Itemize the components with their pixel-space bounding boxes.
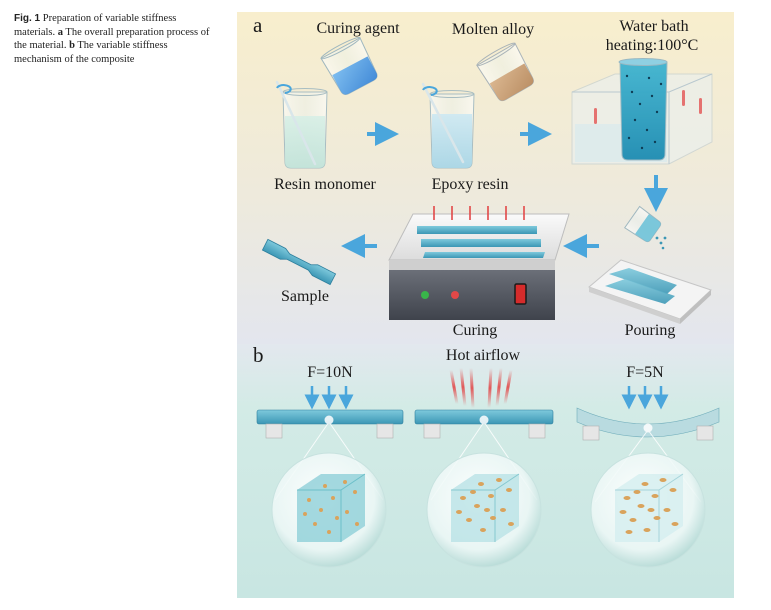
curing-agent-beaker-icon xyxy=(320,36,378,95)
pouring-drops xyxy=(655,236,667,250)
caption-part-a-letter: a xyxy=(57,26,63,38)
label-force-right: F=5N xyxy=(626,364,664,381)
label-resin-monomer: Resin monomer xyxy=(274,176,376,193)
label-pouring: Pouring xyxy=(625,322,676,339)
label-sample: Sample xyxy=(281,288,329,305)
sample-icon xyxy=(261,238,337,286)
label-curing: Curing xyxy=(453,322,497,339)
force-arrows-left xyxy=(304,386,354,410)
figure-caption: Fig. 1 Preparation of variable stiffness… xyxy=(14,12,214,66)
beam-right xyxy=(576,407,720,441)
caption-part-b-letter: b xyxy=(69,40,75,51)
caption-part-a-text: The overall preparation process of the m… xyxy=(14,26,210,52)
label-water-bath-line2: heating:100°C xyxy=(606,37,699,54)
force-arrows-right xyxy=(621,386,669,410)
panel-b-letter: b xyxy=(253,343,264,367)
panel-a-letter: a xyxy=(253,13,263,37)
epoxy-resin-beaker-icon xyxy=(421,82,475,169)
caption-title: Preparation of variable stiffness materi… xyxy=(14,13,177,38)
microstructure-middle xyxy=(426,452,542,568)
label-epoxy-resin: Epoxy resin xyxy=(432,176,509,193)
label-molten-alloy: Molten alloy xyxy=(452,21,534,38)
label-curing-agent: Curing agent xyxy=(316,20,400,37)
caption-part-b-text: The variable stiffness mechanism of the … xyxy=(14,40,168,65)
microstructure-right xyxy=(590,452,706,568)
hot-plate-icon xyxy=(388,206,570,320)
pouring-tray-icon xyxy=(588,259,712,324)
label-hot-airflow: Hot airflow xyxy=(446,347,521,364)
hot-airflow-lines xyxy=(449,366,513,410)
water-bath-icon xyxy=(571,58,713,165)
microstructure-left xyxy=(271,452,387,568)
figure-panel: a b Curing agent Molten alloy Water bath… xyxy=(237,12,734,598)
label-force-left: F=10N xyxy=(307,364,353,381)
pouring-beaker-icon xyxy=(624,205,662,243)
molten-alloy-beaker-icon xyxy=(476,42,534,102)
label-water-bath-line1: Water bath xyxy=(619,18,688,35)
resin-monomer-beaker-icon xyxy=(275,80,328,169)
caption-fig-label: Fig. 1 xyxy=(14,13,41,24)
